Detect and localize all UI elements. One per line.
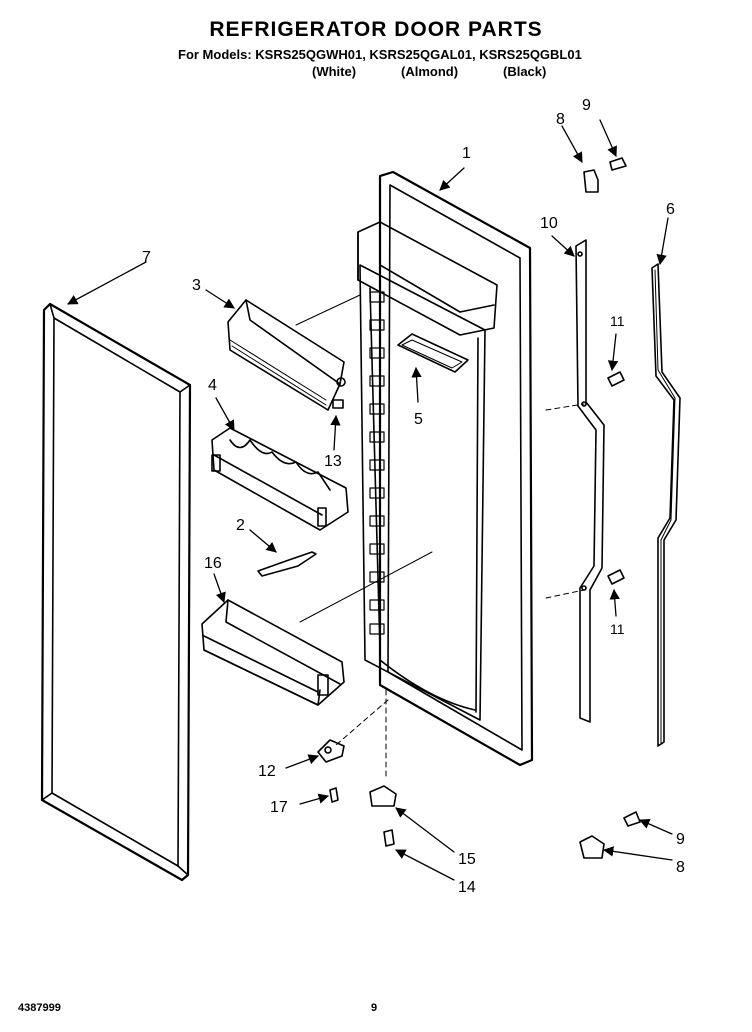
clip-part-13 (332, 399, 344, 409)
leader-lines (67, 119, 673, 881)
page-title: REFRIGERATOR DOOR PARTS (209, 18, 543, 41)
models-line: For Models: KSRS25QGWH01, KSRS25QGAL01, … (178, 47, 582, 62)
alignment-lines (335, 403, 585, 781)
callout-5: 5 (414, 411, 423, 428)
hinge-block-part-15 (369, 785, 397, 807)
callout-7: 7 (142, 249, 151, 266)
callout-11-top: 11 (610, 313, 625, 329)
callout-13: 13 (324, 453, 342, 470)
door-gasket-part-7 (40, 302, 192, 882)
butter-tray-part-5 (397, 333, 469, 373)
callout-10: 10 (540, 215, 558, 232)
callout-9-top: 9 (582, 97, 591, 114)
seal-strip-part-6 (651, 263, 681, 747)
callout-8-top: 8 (556, 111, 565, 128)
callout-6: 6 (666, 201, 675, 218)
callout-16: 16 (204, 555, 222, 572)
callout-2: 2 (236, 517, 245, 534)
hinge-bracket-part-12 (317, 739, 345, 763)
hinge-part-8-bottom (579, 835, 605, 859)
screw-part-9-bottom (623, 811, 641, 827)
document-number: 4387999 (18, 1002, 61, 1014)
hinge-part-8-top (583, 169, 599, 193)
door-liner-part-1 (357, 170, 534, 767)
callout-9-bottom: 9 (676, 831, 685, 848)
callout-3: 3 (192, 277, 201, 294)
page-number: 9 (371, 1002, 378, 1014)
dairy-bin-part-3 (227, 294, 361, 411)
screw-part-9-top (609, 157, 627, 171)
bracket-part-2 (257, 551, 317, 577)
screw-part-11-bottom (607, 569, 625, 585)
color-almond-label: (Almond) (401, 64, 459, 79)
door-liner-shelf-clips (369, 291, 385, 635)
screw-part-14 (383, 829, 395, 847)
callout-4: 4 (208, 377, 217, 394)
color-white-label: (White) (312, 64, 357, 79)
callout-8-bottom: 8 (676, 859, 685, 876)
handle-trim-part-10 (575, 239, 605, 723)
callout-11-bottom: 11 (610, 621, 625, 637)
color-black-label: (Black) (503, 64, 547, 79)
door-bin-part-16 (201, 551, 433, 706)
callout-15: 15 (458, 851, 476, 868)
egg-tray-part-4 (211, 427, 349, 531)
callout-1: 1 (462, 145, 471, 162)
callout-14: 14 (458, 879, 476, 896)
callout-17: 17 (270, 799, 288, 816)
screw-part-17 (329, 787, 339, 803)
callout-12: 12 (258, 763, 276, 780)
screw-part-11-top (607, 371, 625, 387)
